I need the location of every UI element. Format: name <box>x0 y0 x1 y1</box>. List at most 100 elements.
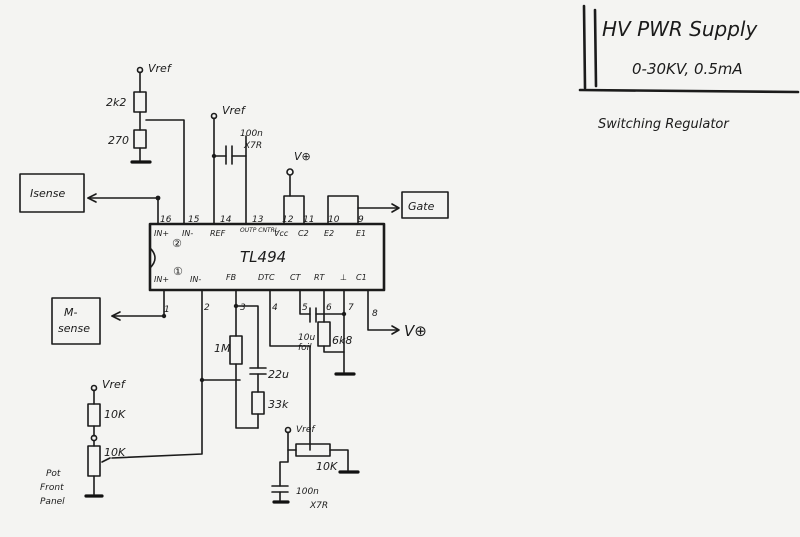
pin-14-name: REF <box>210 229 226 238</box>
cap-22u-symbol <box>249 367 267 375</box>
pin-5-name: CT <box>290 273 302 282</box>
r-33k-label: 33k <box>268 398 289 411</box>
pin-3-num: 3 <box>240 303 246 313</box>
pot-junction <box>90 434 98 442</box>
pin-2-name: IN- <box>190 275 201 284</box>
c-10u-note: foil <box>298 343 312 353</box>
title-border-left-2 <box>593 8 598 88</box>
r-2k2-label: 2k2 <box>106 96 126 109</box>
pin-2-num: 2 <box>204 303 210 313</box>
dtc-wire-2 <box>329 449 349 471</box>
msense-arrow <box>111 311 121 321</box>
gate-arrow <box>391 203 400 213</box>
pin8-wire <box>367 289 399 331</box>
resistor-2k2 <box>133 91 147 113</box>
pin-8-name: C1 <box>356 273 367 282</box>
pin1-dot <box>161 313 167 319</box>
dtc-wire-3 <box>279 449 289 487</box>
vplus-right-label: V⊕ <box>404 322 427 340</box>
c-100n-top-label: 100n <box>240 129 263 139</box>
pin7-dot <box>341 311 347 317</box>
pin12-11-wire <box>283 195 305 225</box>
top-divider: Vref 2k2 270 Vref 100n X7R V⊕ <box>106 62 311 164</box>
pin-16-num: 16 <box>160 215 172 225</box>
dtc-network: Vref 10K 100n X7R <box>271 425 360 511</box>
gate-label: Gate <box>408 200 435 213</box>
vcc-node <box>286 168 294 176</box>
pin10-9-wire <box>327 195 359 225</box>
vplus-right-arrow <box>391 325 400 335</box>
pin-6-num: 6 <box>326 303 332 313</box>
c-x7r-top-label: X7R <box>243 141 262 151</box>
pin2-wire <box>111 289 203 459</box>
pin-5-num: 5 <box>302 303 308 313</box>
pin14-vref-node <box>210 112 218 120</box>
vplus-top-label: V⊕ <box>294 150 311 163</box>
pin-6-name: RT <box>314 273 326 282</box>
tl494-chip: TL494 ② ① 16 15 14 13 12 11 10 9 IN+ IN-… <box>148 215 386 319</box>
pin-13-name: OUTP CNTRL <box>240 227 278 234</box>
chip-name: TL494 <box>240 248 286 266</box>
r-10k-pot-label: 10K <box>104 446 126 459</box>
pot-label-2: Front <box>40 483 64 493</box>
pot-10k <box>87 445 101 477</box>
pin5-wire <box>299 289 311 315</box>
pin-9-name: E1 <box>356 229 366 238</box>
pin-8-num: 8 <box>372 309 378 319</box>
pot-label-1: Pot <box>46 469 61 479</box>
title-note: Switching Regulator <box>598 117 730 132</box>
pin-11-name: C2 <box>298 229 309 238</box>
resistor-6k8-lower <box>323 345 345 353</box>
pin3-lower-wire <box>235 363 259 429</box>
resistor-6k8 <box>317 321 331 347</box>
r-270-label: 270 <box>108 134 129 147</box>
pin-12-num: 12 <box>282 215 294 225</box>
pin-1-num: 1 <box>164 305 170 315</box>
pin4-wire <box>269 289 311 451</box>
cap-100n-bottom-symbol <box>271 485 289 493</box>
pin-4-num: 4 <box>272 303 278 313</box>
dtc-wire-1 <box>287 431 297 451</box>
pin16-dot <box>155 195 161 201</box>
chip-body <box>148 222 386 292</box>
pin-14-num: 14 <box>220 215 232 225</box>
msense-label-2: sense <box>58 322 90 335</box>
msense-box <box>51 297 101 345</box>
resistor-33k <box>251 391 265 415</box>
vref-dtc-label: Vref <box>296 425 316 435</box>
vref-left-label: Vref <box>102 378 127 391</box>
pot-label-3: Panel <box>40 497 65 507</box>
r-10k-top-label: 10K <box>104 408 126 421</box>
pin-4-name: DTC <box>258 273 275 282</box>
pin-7-num: 7 <box>348 303 354 313</box>
isense-box <box>19 173 85 213</box>
amp1-mark: ① <box>173 265 183 278</box>
pin-12-name: Vcc <box>274 229 289 238</box>
resistor-270 <box>133 129 147 149</box>
chip-notch <box>149 247 156 269</box>
resistor-1m <box>229 335 243 365</box>
bottom-wiring: 1M 22u 33k 10u foil 6k8 V⊕ <box>111 289 427 459</box>
vref-pin14-label: Vref <box>222 104 247 117</box>
r-6k8-label: 6k8 <box>332 334 352 347</box>
c-100n-bottom-label: 100n <box>296 487 319 497</box>
pin-1-name: IN+ <box>154 275 169 284</box>
pin-9-num: 9 <box>358 215 364 225</box>
pot-network: Vref 10K 10K Pot Front Panel <box>40 378 127 507</box>
vref-top-label: Vref <box>148 62 173 75</box>
gate-box <box>401 191 449 219</box>
isense-arrow <box>87 193 97 203</box>
c-22u-label: 22u <box>268 368 289 381</box>
pin-13-num: 13 <box>252 215 264 225</box>
pin-15-name: IN- <box>182 229 193 238</box>
pot-wiper <box>101 457 111 463</box>
pin16-wire <box>87 197 159 225</box>
pin-7-name: ⊥ <box>340 273 347 282</box>
c-10u-label: 10u <box>298 333 315 343</box>
title-line-2: 0-30KV, 0.5mA <box>632 60 743 78</box>
pin14-cap-dot <box>211 153 217 159</box>
r-10k-dtc-label: 10K <box>316 460 338 473</box>
cap-10u-symbol <box>309 307 317 323</box>
